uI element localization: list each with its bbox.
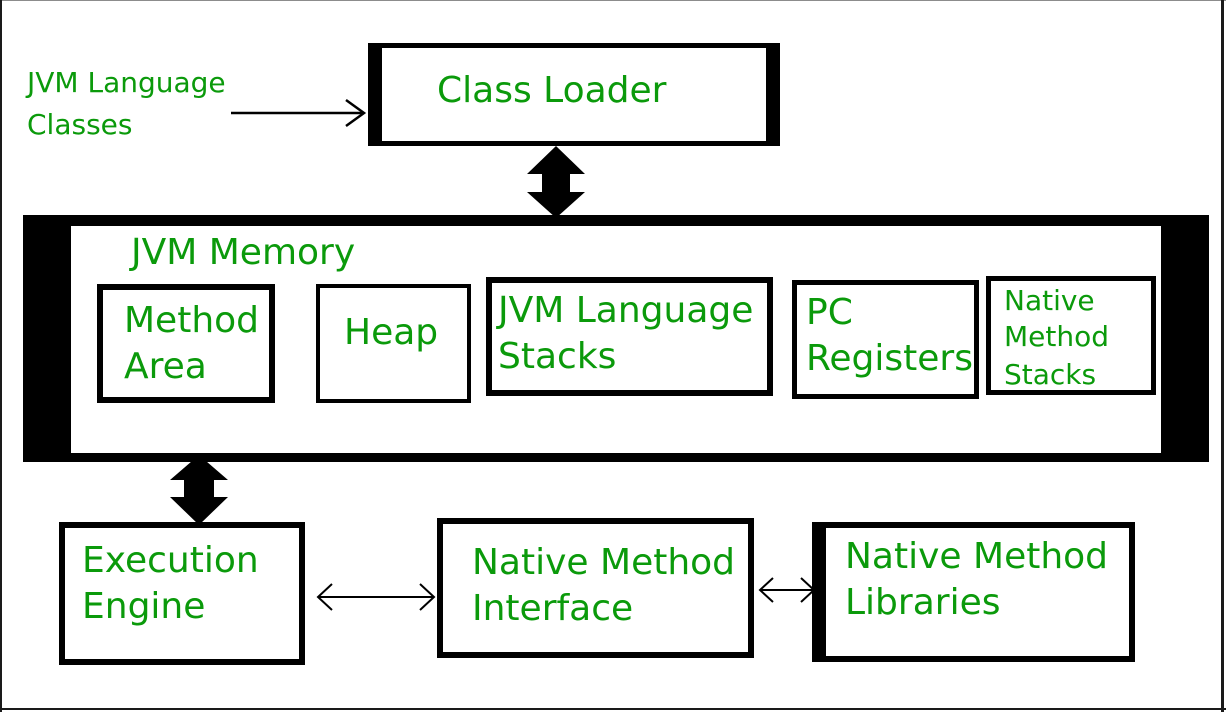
heap-box	[316, 284, 471, 403]
native-method-libraries-box	[812, 522, 1135, 662]
heap-label: Heap	[344, 312, 439, 353]
frame-bottom-edge	[0, 708, 1226, 710]
native-method-stacks-box	[986, 276, 1156, 395]
class-loader-label: Class Loader	[437, 70, 667, 111]
class-loader-memory-double-arrow	[527, 146, 585, 218]
method-area-label-line2: Area	[124, 346, 207, 387]
language-stacks-label-line2: Stacks	[498, 336, 617, 377]
native-method-interface-box	[437, 518, 754, 658]
input-label-line2: Classes	[27, 108, 133, 141]
execution-engine-label-line2: Engine	[82, 586, 206, 627]
native-method-libraries-label-line2: Libraries	[845, 582, 1001, 623]
native-method-interface-label-line2: Interface	[472, 588, 634, 629]
native-method-stacks-label-line1: Native	[1004, 284, 1095, 317]
frame-left-edge	[0, 0, 2, 712]
pc-registers-label-line2: Registers	[806, 338, 973, 379]
execution-engine-box	[59, 522, 305, 665]
pc-registers-box	[792, 280, 979, 399]
method-area-label-line1: Method	[124, 300, 260, 341]
frame-top-edge	[0, 0, 1226, 1]
method-area-box	[97, 284, 275, 403]
native-method-interface-label-line1: Native Method	[472, 542, 736, 583]
native-method-stacks-label-line3: Stacks	[1004, 358, 1097, 391]
language-stacks-label-line1: JVM Language	[498, 290, 754, 331]
native-method-libraries-label-line1: Native Method	[845, 536, 1109, 577]
native-method-stacks-label-line2: Method	[1004, 320, 1110, 353]
memory-execution-double-arrow	[170, 455, 228, 525]
language-stacks-box	[486, 277, 773, 396]
execution-interface-double-arrow	[316, 583, 436, 611]
input-arrow	[231, 98, 367, 128]
execution-engine-label-line1: Execution	[82, 540, 259, 581]
frame-right-edge	[1221, 0, 1224, 712]
input-label-line1: JVM Language	[27, 66, 226, 99]
jvm-memory-title: JVM Memory	[131, 232, 356, 273]
class-loader-box	[368, 43, 780, 146]
pc-registers-label-line1: PC	[806, 292, 853, 333]
interface-libraries-double-arrow	[758, 577, 816, 603]
